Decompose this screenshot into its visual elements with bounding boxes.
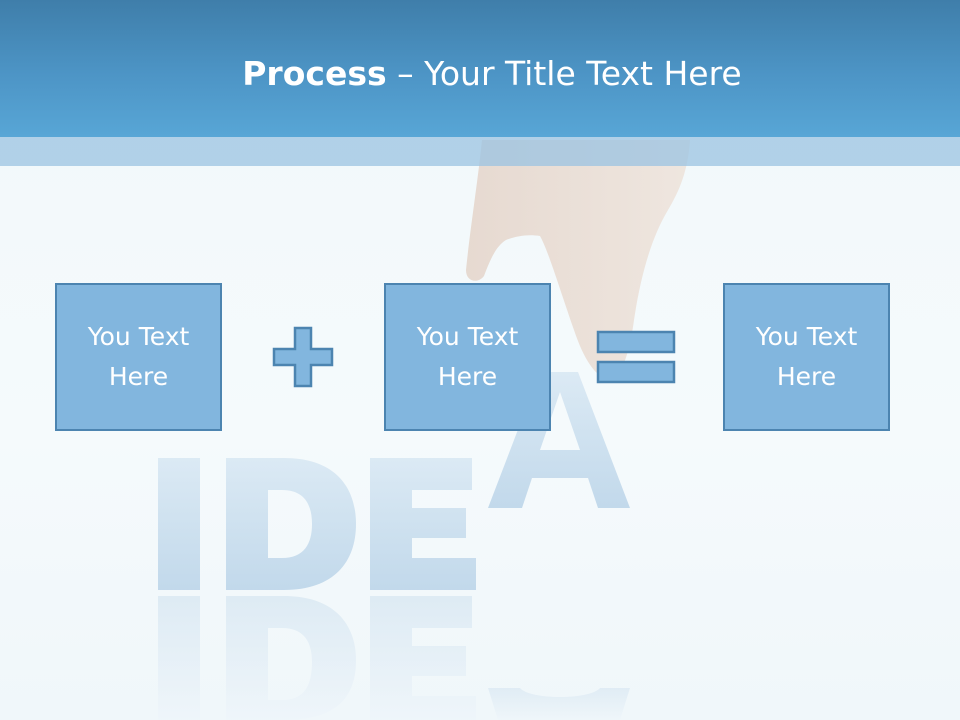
slide-title: Process – Your Title Text Here — [0, 52, 960, 96]
title-rest: – Your Title Text Here — [386, 54, 742, 93]
text-box-3-line1: You Text — [755, 322, 858, 351]
text-box-2[interactable]: You Text Here — [384, 283, 551, 431]
text-box-1-line1: You Text — [87, 322, 190, 351]
equals-icon — [596, 330, 676, 384]
text-box-1[interactable]: You Text Here — [55, 283, 222, 431]
letter-d — [226, 458, 356, 590]
text-box-2-line2: Here — [437, 362, 498, 391]
letter-e — [370, 458, 476, 590]
text-box-1-line2: Here — [108, 362, 169, 391]
title-strong: Process — [242, 54, 387, 93]
text-box-2-line1: You Text — [416, 322, 519, 351]
reflection-e — [370, 596, 476, 720]
hand-shape — [466, 140, 690, 380]
text-box-3[interactable]: You Text Here — [723, 283, 890, 431]
header-band — [0, 137, 960, 166]
reflection-a — [488, 688, 630, 720]
letter-i — [158, 458, 200, 590]
reflection-d — [226, 596, 356, 720]
reflection-i — [158, 596, 200, 720]
text-box-3-line2: Here — [776, 362, 837, 391]
plus-icon — [272, 326, 334, 388]
header-bar — [0, 0, 960, 137]
letter-a — [488, 372, 630, 508]
